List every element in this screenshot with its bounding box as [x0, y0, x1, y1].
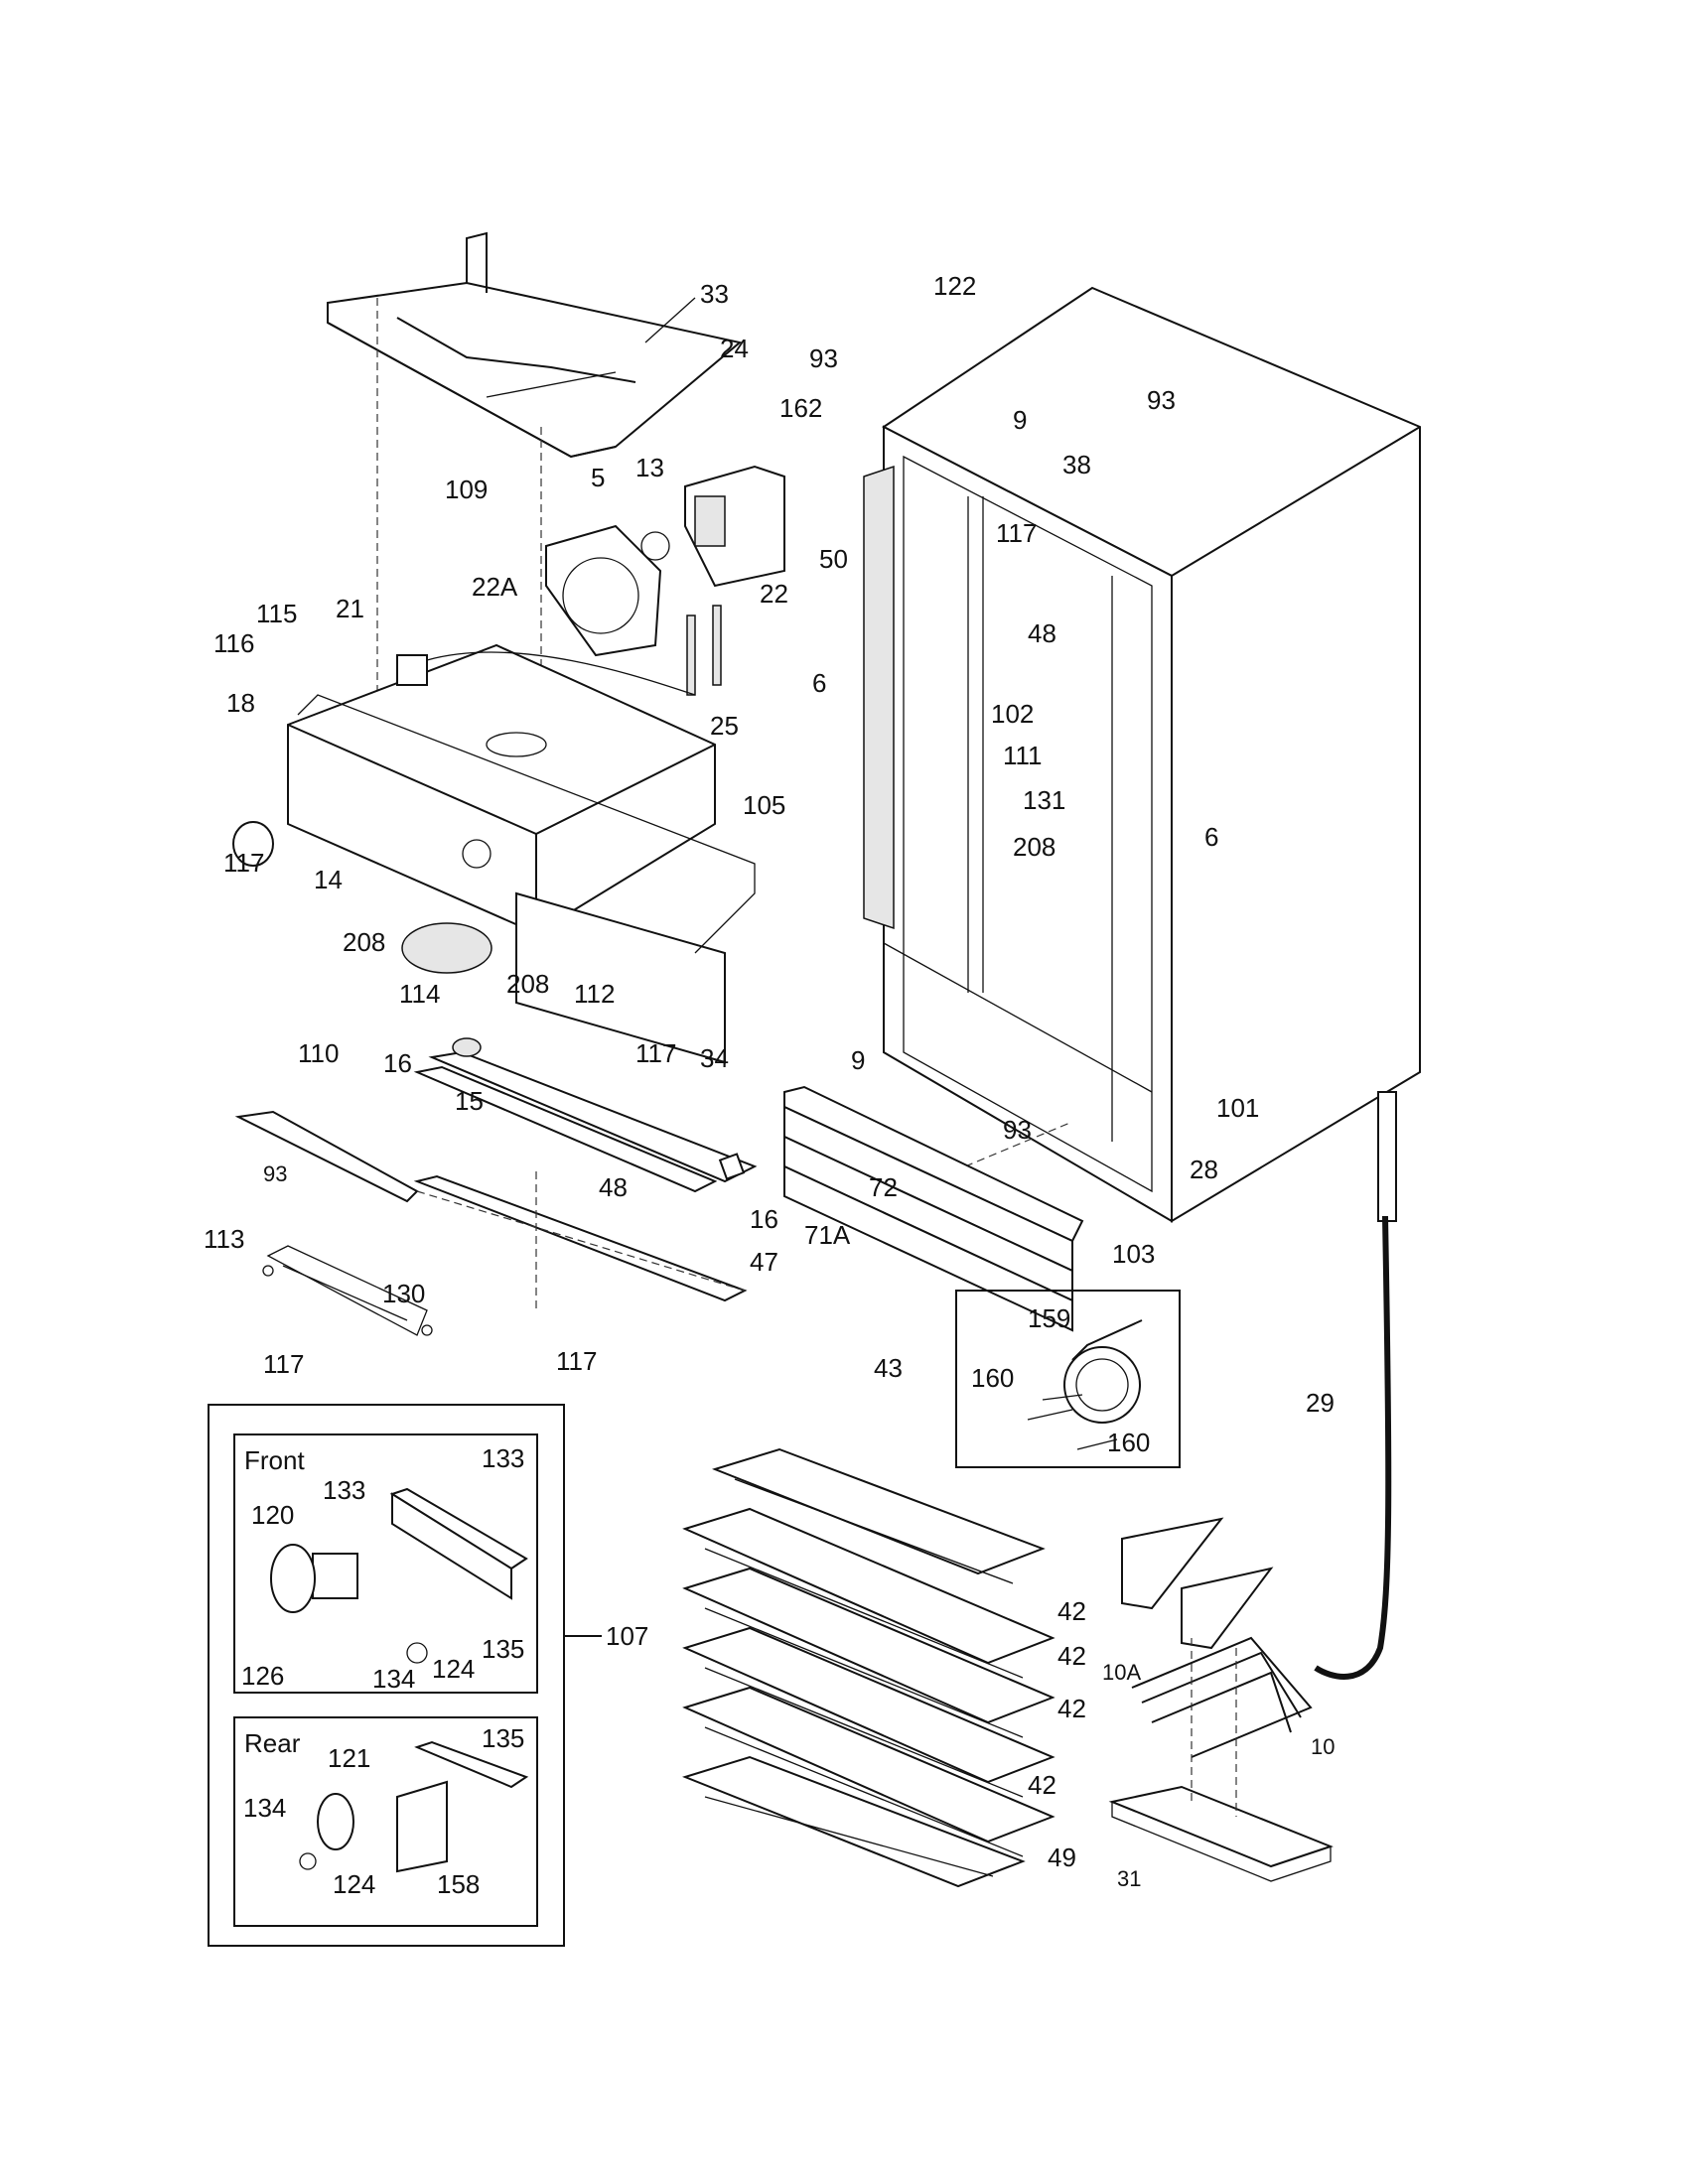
- lamp-and-tubes: [234, 1037, 758, 1310]
- callout-93: 93: [263, 1161, 287, 1186]
- callout-28: 28: [1190, 1155, 1218, 1184]
- control-housing-part-25: [232, 643, 756, 1064]
- callout-6: 6: [812, 668, 826, 698]
- callout-43: 43: [874, 1353, 903, 1383]
- callout-159: 159: [1028, 1303, 1070, 1333]
- callout-117: 117: [635, 1038, 676, 1068]
- callout-93: 93: [809, 343, 838, 373]
- callout-93: 93: [1147, 385, 1176, 415]
- callout-42: 42: [1057, 1641, 1086, 1671]
- callout-22: 22: [760, 579, 788, 609]
- callout-18: 18: [226, 688, 255, 718]
- callout-29: 29: [1306, 1388, 1335, 1418]
- callout-112: 112: [574, 979, 615, 1009]
- callout-5: 5: [591, 463, 605, 492]
- inset-title-front: Front: [244, 1445, 305, 1475]
- callout-124: 124: [432, 1654, 475, 1684]
- callout-24: 24: [720, 334, 749, 363]
- top-bracket-part-33: [327, 231, 743, 784]
- callout-49: 49: [1048, 1843, 1076, 1872]
- callout-134: 134: [243, 1793, 286, 1823]
- kick-plate-part-72: [783, 1085, 1084, 1332]
- callout-122: 122: [933, 271, 976, 301]
- callout-31: 31: [1117, 1866, 1141, 1891]
- callout-120: 120: [251, 1500, 294, 1530]
- callout-158: 158: [437, 1869, 480, 1899]
- callout-93: 93: [1003, 1115, 1032, 1145]
- fan-assembly: [545, 465, 785, 696]
- callout-162: 162: [779, 393, 822, 423]
- callout-10A: 10A: [1102, 1660, 1141, 1685]
- heater-and-drain-pan: [1108, 1517, 1334, 1882]
- callout-103: 103: [1112, 1239, 1155, 1269]
- callout-111: 111: [1003, 741, 1043, 770]
- thermostat-inset: [955, 1290, 1181, 1468]
- cabinet-body: [863, 286, 1421, 1223]
- caster-inset-107: [208, 1404, 602, 1947]
- callout-42: 42: [1057, 1694, 1086, 1723]
- callout-48: 48: [1028, 618, 1056, 648]
- callout-105: 105: [743, 790, 785, 820]
- callout-50: 50: [819, 544, 848, 574]
- callout-47: 47: [750, 1247, 778, 1277]
- callout-9: 9: [1013, 405, 1027, 435]
- callout-16: 16: [750, 1204, 778, 1234]
- callout-133: 133: [482, 1443, 524, 1473]
- bracket-part-113: [262, 1245, 433, 1336]
- callout-116: 116: [213, 628, 254, 658]
- callout-117: 117: [996, 518, 1037, 548]
- callout-121: 121: [328, 1743, 370, 1773]
- callout-110: 110: [298, 1038, 339, 1068]
- callout-208: 208: [343, 927, 385, 957]
- callout-71A: 71A: [804, 1220, 851, 1250]
- callout-124: 124: [333, 1869, 375, 1899]
- callout-6: 6: [1204, 822, 1218, 852]
- inset-title-rear: Rear: [244, 1728, 301, 1758]
- callout-135: 135: [482, 1634, 524, 1664]
- callout-72: 72: [869, 1172, 898, 1202]
- callout-117: 117: [556, 1346, 597, 1376]
- callout-16: 16: [383, 1048, 412, 1078]
- callout-22A: 22A: [472, 572, 518, 602]
- callout-10: 10: [1311, 1734, 1335, 1759]
- callout-160: 160: [1107, 1428, 1150, 1457]
- callout-114: 114: [399, 979, 440, 1009]
- callout-101: 101: [1216, 1093, 1259, 1123]
- callout-38: 38: [1062, 450, 1091, 479]
- callout-131: 131: [1023, 785, 1065, 815]
- callout-117: 117: [263, 1349, 304, 1379]
- callout-115: 115: [256, 599, 297, 628]
- callout-48: 48: [599, 1172, 628, 1202]
- callout-134: 134: [372, 1664, 415, 1694]
- callout-130: 130: [382, 1279, 425, 1308]
- callout-34: 34: [700, 1043, 729, 1073]
- callout-102: 102: [991, 699, 1034, 729]
- callout-113: 113: [204, 1224, 244, 1254]
- callout-14: 14: [314, 865, 343, 894]
- callout-labels: 33 122 24 93 162 13 5 109 50 93 38 9 22A…: [204, 271, 1335, 1899]
- callout-42: 42: [1057, 1596, 1086, 1626]
- wire-shelves: [681, 1447, 1055, 1888]
- callout-126: 126: [241, 1661, 284, 1691]
- callout-42: 42: [1028, 1770, 1056, 1800]
- callout-13: 13: [635, 453, 664, 482]
- callout-133: 133: [323, 1475, 365, 1505]
- callout-109: 109: [445, 475, 488, 504]
- callout-21: 21: [336, 594, 364, 623]
- callout-15: 15: [455, 1086, 484, 1116]
- callout-208: 208: [1013, 832, 1055, 862]
- callout-135: 135: [482, 1723, 524, 1753]
- callout-9: 9: [851, 1045, 865, 1075]
- callout-25: 25: [710, 711, 739, 741]
- callout-160: 160: [971, 1363, 1014, 1393]
- callout-107: 107: [606, 1621, 648, 1651]
- callout-208: 208: [506, 969, 549, 999]
- callout-117: 117: [223, 848, 264, 878]
- drain-tube-part-29: [1314, 1215, 1392, 1680]
- callout-33: 33: [700, 279, 729, 309]
